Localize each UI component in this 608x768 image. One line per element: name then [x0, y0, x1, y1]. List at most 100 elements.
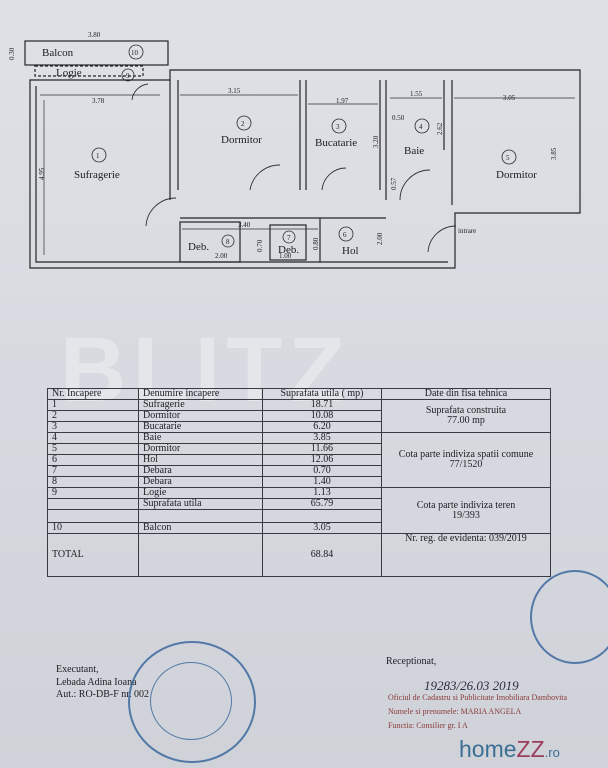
table-row: 3 Bucatarie 6.20	[47, 421, 551, 433]
brand-home: home	[459, 736, 517, 762]
cell-nr: 4	[47, 432, 139, 444]
cell-area: 12.06	[262, 454, 382, 466]
cell-name: Balcon	[138, 522, 263, 534]
room-label-deb-8: Deb.	[188, 241, 209, 253]
sc-value: 77.00 mp	[447, 415, 485, 426]
cell-name: Logie	[138, 487, 263, 499]
dim-deb8-height: 0.70	[256, 239, 264, 252]
cell-name: Sufragerie	[138, 399, 263, 411]
header-nr: Nr. Incapere	[47, 388, 139, 400]
sc-label: Suprafata construita	[425, 405, 507, 416]
cell-nr: 1	[47, 399, 139, 411]
total-value: 68.84	[262, 533, 382, 577]
dim-hol-width: 3.40	[238, 221, 251, 229]
room-number-5: 5	[506, 154, 510, 162]
room-label-dormitor-2: Dormitor	[221, 134, 262, 146]
tech-suprafata-construita: Suprafata construita 77.00 mp	[381, 399, 551, 433]
cell-nr	[47, 498, 139, 510]
dim-sufragerie-width: 3.78	[92, 97, 105, 105]
dim-baie-h1: 0.50	[392, 114, 405, 122]
cell-nr: 2	[47, 410, 139, 422]
receptionat-label: Receptionat,	[386, 656, 437, 667]
table-row: 1 Sufragerie 18.71 Suprafata construita …	[47, 399, 551, 433]
room-label-balcon: Balcon	[42, 47, 74, 59]
total-label: TOTAL	[47, 533, 139, 577]
dim-dormitor2-width: 3.15	[228, 87, 241, 95]
dim-hol-height: 2.00	[376, 232, 384, 245]
dim-bucatarie-height: 3.20	[372, 135, 380, 148]
table-row-total: TOTAL 68.84 Nr. reg. de evidenta: 039/20…	[47, 533, 551, 577]
tech-cota-comune: Cota parte indiviza spatii comune 77/152…	[381, 432, 551, 488]
office-stamp-line-2: Numele si prenumele: MARIA ANGELA	[388, 707, 522, 716]
dim-baie-h3: 0.57	[390, 177, 398, 190]
cell-nr: 10	[47, 522, 139, 534]
cota-teren-label: Cota parte indiviza teren	[416, 499, 516, 511]
cell-nr: 3	[47, 421, 139, 433]
subtotal-value: 65.79	[262, 498, 382, 510]
dim-deb7-height: 0.80	[312, 237, 320, 250]
dim-deb7-width: 1.00	[279, 252, 292, 260]
cell-name: Baie	[138, 432, 263, 444]
table-row: 4 Baie 3.85 Cota parte indiviza spatii c…	[47, 432, 551, 488]
cell-nr: 9	[47, 487, 139, 499]
floor-plan: 3.80 0.30 3.78 4.95 3.15 1.97 3.20 1.55 …	[8, 31, 581, 269]
room-label-hol: Hol	[342, 245, 359, 257]
round-stamp-right	[530, 570, 608, 664]
handwritten-registration: 19283/26.03 2019	[424, 678, 519, 693]
room-number-2: 2	[241, 120, 245, 128]
area-table: Nr. Incapere Denumire incapere Suprafata…	[47, 388, 551, 577]
room-number-8: 8	[226, 238, 230, 246]
cota-teren-value: 19/393	[452, 509, 480, 521]
cell-name: Hol	[138, 454, 263, 466]
entrance-label: intrare	[458, 227, 476, 235]
room-label-dormitor-5: Dormitor	[496, 169, 537, 181]
dim-baie-width: 1.55	[410, 90, 423, 98]
room-number-9: 9	[126, 72, 130, 80]
table-row: 9 Logie 1.13 Cota parte indiviza teren 1…	[47, 487, 551, 534]
cell-nr: 6	[47, 454, 139, 466]
cell-area: 3.05	[262, 522, 382, 534]
room-number-1: 1	[96, 152, 100, 160]
room-number-10: 10	[131, 49, 139, 57]
room-number-4: 4	[419, 123, 423, 131]
cell-name: Dormitor	[138, 410, 263, 422]
brand-zz: ZZ	[516, 736, 545, 762]
executant-label: Executant,	[56, 664, 99, 675]
tech-cota-teren: Cota parte indiviza teren 19/393	[381, 487, 551, 534]
subtotal-label: Suprafata utila	[138, 498, 263, 510]
room-label-logie: Logie	[56, 67, 82, 79]
reg-evidenta: Nr. reg. de evidenta: 039/2019	[381, 533, 551, 577]
office-stamp-line-3: Functia: Consilier gr. I A	[388, 721, 468, 730]
cell-area: 1.40	[262, 476, 382, 488]
cell-nr: 8	[47, 476, 139, 488]
round-stamp-left-inner	[150, 662, 232, 740]
table-header-row: Nr. Incapere Denumire incapere Suprafata…	[47, 388, 551, 400]
dim-deb8-width: 2.00	[215, 252, 228, 260]
cell-area: 11.66	[262, 443, 382, 455]
table-row-balcon: 10 Balcon 3.05	[47, 522, 551, 534]
dim-dormitor5-width: 3.05	[503, 94, 516, 102]
cell-name: Debara	[138, 476, 263, 488]
cell-name: Debara	[138, 465, 263, 477]
round-stamp-left	[128, 641, 256, 763]
office-stamp-line-1: Oficiul de Cadastru si Publicitate Imobi…	[388, 693, 568, 702]
dim-baie-h2: 2.62	[436, 122, 444, 135]
homezz-logo: homeZZ.ro	[459, 736, 560, 763]
cell-nr: 5	[47, 443, 139, 455]
room-label-sufragerie: Sufragerie	[74, 169, 120, 181]
cota-comune-value: 77/1520	[449, 459, 483, 470]
dim-balcon-width: 3.80	[88, 31, 101, 39]
cell-area: 18.71	[262, 399, 382, 411]
cell-area: 6.20	[262, 421, 382, 433]
cell-nr: 7	[47, 465, 139, 477]
cell-name: Bucatarie	[138, 421, 263, 433]
room-label-baie: Baie	[404, 145, 424, 157]
header-date-fisa: Date din fisa tehnica	[381, 388, 551, 400]
cell-area: 3.85	[262, 432, 382, 444]
dim-bucatarie-width: 1.97	[336, 97, 349, 105]
cell-area: 10.08	[262, 410, 382, 422]
room-label-bucatarie: Bucatarie	[315, 137, 357, 149]
dim-dormitor5-height: 3.85	[550, 147, 558, 160]
executant-name: Lebada Adina Ioana	[56, 677, 137, 688]
